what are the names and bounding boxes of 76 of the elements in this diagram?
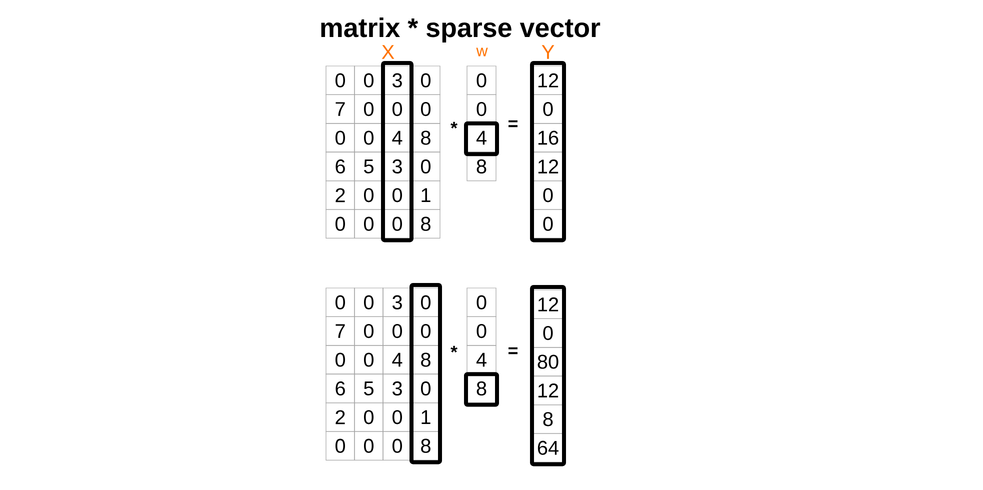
title: matrix * sparse vector — [321, 17, 600, 43]
matrix-cell: 4 — [466, 345, 496, 374]
matrix-cell: 0 — [411, 94, 440, 124]
matrix-cell: 4 — [382, 123, 412, 152]
matrix-cell: 12 — [532, 376, 564, 406]
matrix-cell: 0 — [354, 123, 384, 152]
multiply-sign: * — [450, 346, 458, 352]
matrix-cell: 0 — [354, 180, 384, 210]
matrix-cell: 0 — [382, 431, 412, 460]
matrix-cell: 0 — [326, 288, 355, 317]
matrix-cell: 0 — [382, 316, 412, 346]
matrix-cell: 0 — [354, 94, 384, 124]
matrix-cell: 0 — [466, 316, 496, 346]
matrix-cell: 0 — [326, 431, 355, 460]
matrix-cell: 0 — [354, 288, 384, 317]
matrix-cell: 64 — [532, 433, 564, 462]
matrix-cell: 12 — [532, 66, 564, 95]
matrix-cell: 0 — [354, 345, 384, 374]
matrix-cell: 2 — [326, 402, 355, 432]
equals-sign: = — [508, 347, 518, 354]
matrix-cell: 5 — [354, 374, 384, 404]
matrix-cell: 0 — [382, 94, 412, 124]
matrix-cell: 0 — [466, 94, 496, 124]
matrix-cell: 3 — [382, 374, 412, 404]
matrix-cell: 5 — [354, 152, 384, 182]
matrix-cell: 80 — [532, 347, 564, 376]
matrix-cell: 8 — [411, 209, 440, 238]
matrix-cell: 0 — [411, 66, 440, 95]
matrix-cell: 0 — [326, 123, 355, 152]
matrix-cell: 0 — [326, 209, 355, 238]
matrix-cell: 8 — [411, 431, 440, 460]
matrix-cell: 0 — [532, 318, 564, 348]
matrix-cell: 8 — [466, 374, 496, 404]
matrix-cell: 12 — [532, 152, 564, 182]
matrix-label: Y — [542, 45, 554, 59]
matrix-cell: 6 — [326, 152, 355, 182]
matrix-cell: 2 — [326, 180, 355, 210]
matrix-cell: 0 — [326, 66, 355, 95]
matrix-cell: 0 — [532, 94, 564, 124]
matrix-cell: 1 — [411, 180, 440, 210]
matrix-cell: 8 — [411, 123, 440, 152]
multiply-sign: * — [450, 122, 458, 128]
matrix-cell: 0 — [466, 66, 496, 95]
matrix-label: X — [382, 45, 394, 59]
matrix-cell: 1 — [411, 402, 440, 432]
matrix-cell: 7 — [326, 94, 355, 124]
matrix-cell: 0 — [411, 374, 440, 404]
matrix-cell: 4 — [466, 123, 496, 152]
matrix-cell: 0 — [354, 209, 384, 238]
matrix-cell: 0 — [411, 288, 440, 317]
matrix-cell: 4 — [382, 345, 412, 374]
matrix-cell: 0 — [411, 152, 440, 182]
matrix-cell: 0 — [382, 180, 412, 210]
matrix-cell: 3 — [382, 152, 412, 182]
equals-sign: = — [508, 120, 518, 128]
matrix-cell: 0 — [382, 209, 412, 238]
matrix-cell: 0 — [326, 345, 355, 374]
matrix-cell: 16 — [532, 123, 564, 152]
matrix-cell: 0 — [354, 66, 384, 95]
matrix-label: w — [476, 48, 488, 56]
matrix-cell: 0 — [532, 180, 564, 210]
matrix-cell: 6 — [326, 374, 355, 404]
matrix-cell: 0 — [466, 288, 496, 317]
matrix-cell: 8 — [411, 345, 440, 374]
matrix-cell: 0 — [354, 402, 384, 432]
matrix-cell: 3 — [382, 66, 412, 95]
matrix-cell: 8 — [532, 404, 564, 434]
matrix-cell: 0 — [382, 402, 412, 432]
matrix-cell: 7 — [326, 316, 355, 346]
matrix-cell: 0 — [411, 316, 440, 346]
matrix-cell: 3 — [382, 288, 412, 317]
matrix-cell: 0 — [354, 431, 384, 460]
matrix-cell: 12 — [532, 290, 564, 319]
matrix-cell: 0 — [532, 209, 564, 238]
matrix-cell: 0 — [354, 316, 384, 346]
matrix-cell: 8 — [466, 152, 496, 182]
